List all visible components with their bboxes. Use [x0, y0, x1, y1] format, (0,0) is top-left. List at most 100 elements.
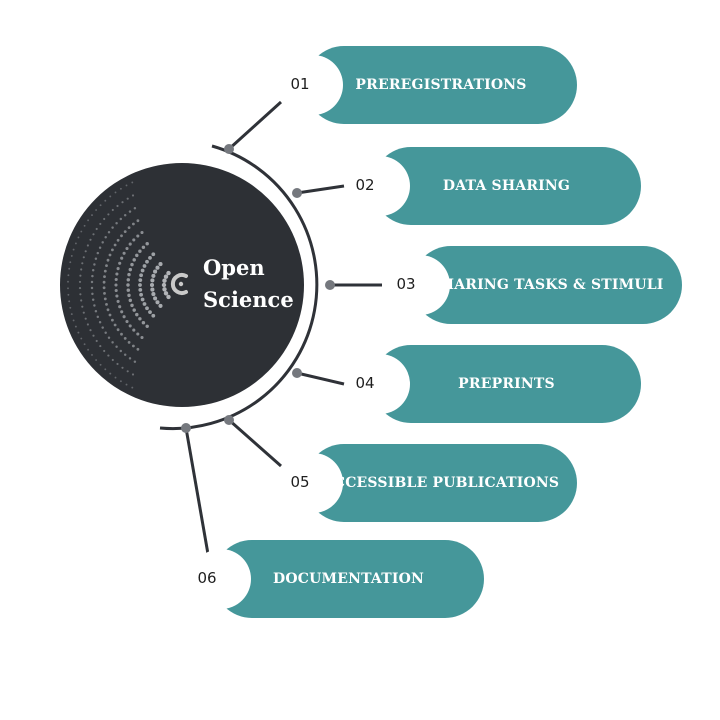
pattern-dot: [98, 246, 102, 249]
connector-node: [292, 368, 302, 378]
pattern-dot: [101, 241, 104, 244]
pattern-dot: [162, 278, 167, 283]
pattern-dot: [102, 280, 106, 284]
connector-node: [224, 144, 234, 154]
pattern-dot: [145, 306, 149, 311]
pattern-dot: [82, 311, 85, 314]
item-pill-accessible-publications[interactable]: ACCESSIBLE PUBLICATIONS: [283, 444, 577, 522]
pattern-dot: [92, 334, 95, 337]
item-number: 04: [355, 374, 375, 392]
pattern-dot: [132, 344, 135, 348]
pattern-dot: [77, 236, 80, 239]
pattern-dot: [128, 357, 132, 360]
pattern-dot: [101, 326, 104, 329]
pattern-dot: [132, 308, 136, 312]
pattern-dot: [145, 241, 149, 246]
pattern-dot: [115, 294, 119, 298]
item-pill-preregistrations[interactable]: PREREGISTRATIONS: [283, 46, 577, 124]
item-label: PREPRINTS: [458, 376, 555, 392]
pattern-dot: [116, 267, 120, 271]
connectors: [181, 100, 382, 555]
pattern-dot: [78, 280, 82, 283]
pattern-dot: [138, 288, 143, 292]
pattern-dot: [142, 302, 147, 306]
pattern-dot: [148, 310, 152, 314]
center-title: Open Science: [203, 252, 294, 316]
pattern-dot: [103, 217, 106, 221]
pattern-dot: [131, 194, 135, 197]
pattern-dot: [121, 201, 124, 204]
connector-node: [181, 423, 191, 433]
item-pill-preprints[interactable]: PREPRINTS: [350, 345, 641, 423]
pattern-dot: [80, 337, 83, 340]
pattern-dot: [119, 187, 122, 190]
pattern-dot: [105, 303, 108, 306]
pattern-dot: [139, 273, 143, 278]
pattern-dot: [87, 348, 90, 351]
pattern-dot: [133, 207, 137, 210]
pattern-dot: [151, 273, 156, 278]
pattern-dot: [123, 230, 127, 234]
pattern-dot: [70, 254, 73, 257]
pattern-dot: [136, 332, 140, 336]
pattern-dot: [91, 292, 94, 296]
pattern-dot: [107, 231, 111, 234]
pattern-dot: [121, 366, 124, 369]
pattern-dot: [94, 257, 98, 260]
item-label: ACCESSIBLE PUBLICATIONS: [322, 475, 560, 491]
pattern-dot: [149, 282, 155, 288]
pattern-dot: [81, 262, 84, 265]
pattern-dot: [142, 264, 147, 268]
pattern-dot: [150, 278, 155, 283]
pattern-dot: [126, 283, 130, 287]
pattern-dot: [72, 248, 75, 251]
pattern-dot: [114, 288, 118, 293]
pattern-dot: [74, 325, 77, 328]
pattern-dot: [109, 372, 112, 375]
item-pill-data-sharing[interactable]: DATA SHARING: [350, 147, 641, 225]
pattern-dot: [145, 324, 149, 329]
pattern-dot: [116, 238, 120, 242]
connector-line: [184, 427, 210, 555]
pattern-dot: [116, 299, 120, 303]
item-pill-documentation[interactable]: DOCUMENTATION: [191, 540, 484, 618]
connector-line: [296, 184, 345, 195]
pattern-dot: [128, 298, 133, 303]
pattern-dot: [67, 280, 69, 283]
pattern-dot: [105, 264, 108, 267]
pattern-dot: [126, 197, 129, 200]
pattern-dot: [132, 328, 136, 332]
pattern-dot: [139, 292, 143, 297]
pattern-dot: [116, 204, 119, 208]
pattern-dot: [135, 312, 139, 317]
pattern-dot: [141, 245, 146, 250]
pattern-dot: [151, 252, 156, 257]
c-logo-icon: [170, 273, 188, 295]
pattern-dot: [86, 323, 89, 326]
pattern-dot: [132, 258, 136, 262]
center-title-line1: Open: [203, 255, 265, 280]
pattern-dot: [103, 269, 107, 273]
pattern-dot: [69, 261, 72, 264]
pattern-dot: [103, 292, 106, 295]
pattern-dot: [120, 332, 123, 336]
pattern-dot: [84, 250, 87, 253]
pattern-dot: [111, 358, 114, 362]
pattern-dot: [79, 293, 82, 296]
pattern-dot: [132, 222, 135, 226]
pattern-dot: [111, 341, 114, 344]
pattern-dot: [108, 313, 112, 317]
pattern-dot: [123, 337, 127, 340]
pattern-dot: [125, 319, 129, 324]
pattern-dot: [125, 383, 128, 386]
pattern-dot: [111, 318, 114, 322]
pattern-dot: [69, 306, 72, 309]
pattern-dot: [98, 321, 102, 324]
item-pill-sharing-tasks-stimuli[interactable]: SHARING TASKS & STIMULI: [390, 246, 682, 324]
pattern-dot: [103, 349, 106, 353]
pattern-dot: [114, 191, 117, 194]
pattern-dot: [91, 298, 95, 301]
pattern-dot: [113, 323, 117, 327]
pattern-dot: [87, 219, 90, 222]
pattern-dot: [103, 275, 106, 278]
